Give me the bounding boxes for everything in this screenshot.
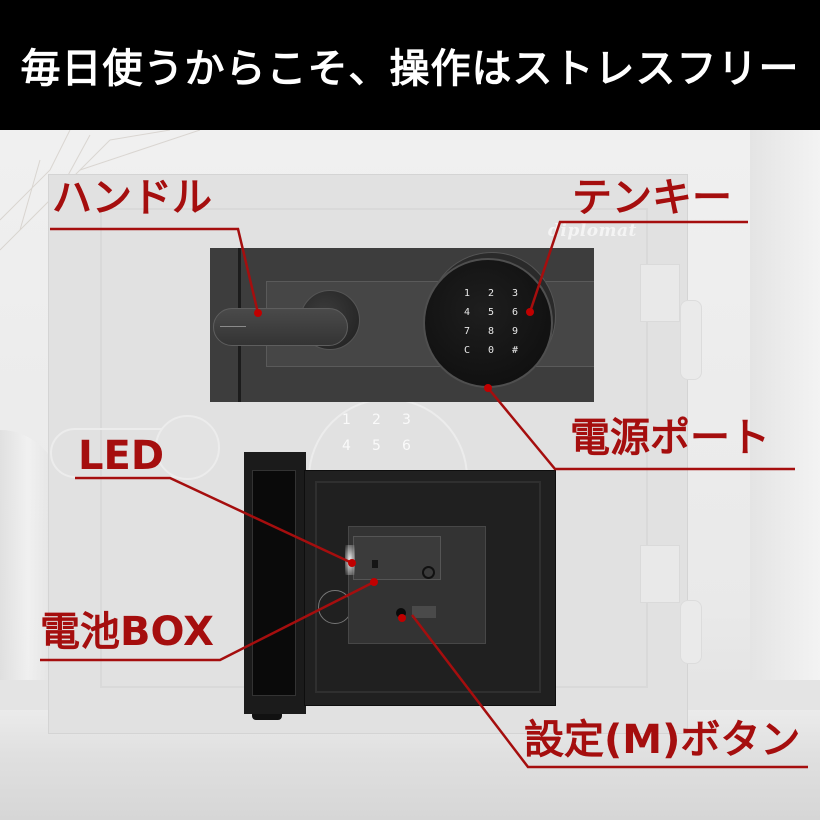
ghost-key: 1	[342, 412, 351, 428]
key-8[interactable]: 8	[487, 326, 495, 337]
set-button-label-plate	[412, 606, 436, 618]
set-button[interactable]	[396, 608, 406, 618]
key-1[interactable]: 1	[463, 288, 471, 299]
callout-set-button: 設定(M)ボタン	[524, 717, 801, 763]
handle-lever[interactable]	[213, 308, 348, 346]
ghost-key: 6	[402, 438, 411, 454]
callout-battery-box: 電池BOX	[40, 609, 214, 655]
closeup-handle-keypad: 1 2 3 4 5 6 7 8 9 C 0 #	[210, 248, 594, 402]
led-indicator	[345, 545, 355, 575]
key-4[interactable]: 4	[463, 307, 471, 318]
ghost-key: 5	[372, 438, 381, 454]
key-9[interactable]: 9	[511, 326, 519, 337]
power-port-icon	[422, 566, 435, 579]
key-5[interactable]: 5	[487, 307, 495, 318]
key-2[interactable]: 2	[487, 288, 495, 299]
banner-title: 毎日使うからこそ、操作はストレスフリー	[20, 46, 800, 92]
brand-logo: diplomat	[548, 221, 637, 241]
ghost-key: 4	[342, 438, 351, 454]
hinge-pin-top	[680, 300, 702, 380]
ghost-key: 3	[402, 412, 411, 428]
key-7[interactable]: 7	[463, 326, 471, 337]
key-hash[interactable]: #	[511, 345, 519, 356]
callout-handle: ハンドル	[52, 175, 212, 221]
lever-slot	[220, 326, 246, 327]
hinge-bottom	[640, 545, 680, 603]
battery-icon	[372, 560, 378, 568]
wall-panel	[750, 130, 820, 690]
round-bolt	[318, 590, 352, 624]
ghost-key: 2	[372, 412, 381, 428]
key-0[interactable]: 0	[487, 345, 495, 356]
key-6[interactable]: 6	[511, 307, 519, 318]
safe-foot	[252, 714, 282, 720]
hinge-top	[640, 264, 680, 322]
key-clear[interactable]: C	[463, 345, 471, 356]
ghost-keypad: 1 2 3 4 5 6	[342, 412, 482, 454]
callout-power-port: 電源ポート	[570, 415, 770, 461]
callout-keypad: テンキー	[572, 175, 732, 221]
interior-cavity	[252, 470, 296, 696]
keypad: 1 2 3 4 5 6 7 8 9 C 0 #	[455, 288, 527, 356]
key-3[interactable]: 3	[511, 288, 519, 299]
hinge-pin-bottom	[680, 600, 702, 664]
header-banner: 毎日使うからこそ、操作はストレスフリー	[0, 0, 820, 130]
safe-interior	[244, 452, 306, 714]
callout-led: LED	[78, 433, 165, 479]
ghost-knob	[155, 415, 220, 480]
